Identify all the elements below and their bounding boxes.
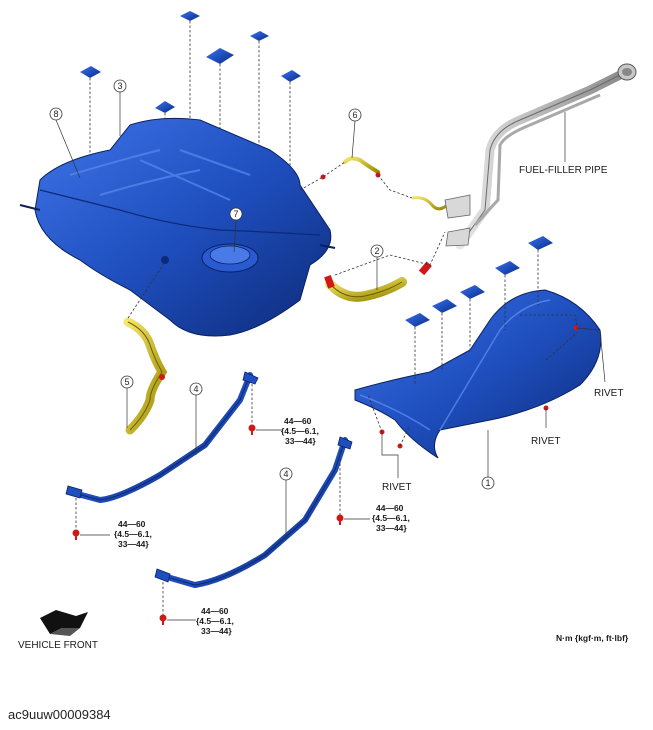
torque-spec-middle: 44—60 {4.5—6.1, 33—44} [344, 503, 410, 533]
document-id: ac9uuw00009384 [8, 707, 111, 722]
callout-5: 5 [120, 375, 134, 428]
svg-text:2: 2 [374, 246, 379, 256]
torque-spec-lower: 44—60 {4.5—6.1, 33—44} [167, 606, 234, 636]
svg-text:{4.5—6.1,: {4.5—6.1, [196, 616, 234, 626]
vehicle-front-arrow-icon [40, 610, 88, 636]
svg-text:44—60: 44—60 [201, 606, 229, 616]
fuel-filler-pipe [444, 63, 637, 250]
rivet-label-middle: RIVET [531, 436, 560, 447]
hose-2 [324, 261, 432, 302]
fuel-tank-band-upper [65, 371, 259, 530]
svg-text:{4.5—6.1,: {4.5—6.1, [114, 529, 152, 539]
torque-spec-upper: 44—60 {4.5—6.1, 33—44} [256, 416, 319, 446]
rivet-label-right: RIVET [594, 388, 623, 399]
heat-insulator [354, 289, 602, 459]
bolts [72, 424, 344, 625]
vehicle-front-label: VEHICLE FRONT [18, 640, 98, 651]
callout-1: 1 [481, 430, 495, 490]
callout-8: 8 [49, 107, 81, 179]
torque-spec-left: 44—60 {4.5—6.1, 33—44} [80, 519, 152, 549]
svg-text:7: 7 [233, 209, 238, 219]
insulator-pads-right [405, 236, 553, 327]
right-pad-leader-lines [414, 250, 539, 385]
fuel-tank-band-lower [154, 436, 353, 615]
svg-text:5: 5 [124, 377, 129, 387]
hose-6 [320, 156, 447, 211]
bolt-upper-band [248, 424, 256, 435]
svg-text:1: 1 [485, 478, 490, 488]
callout-6: 6 [348, 108, 362, 159]
svg-text:44—60: 44—60 [284, 416, 312, 426]
insulator-pads [80, 11, 301, 113]
fuel-pipe-5 [123, 261, 168, 435]
callout-4-lower: 4 [279, 467, 293, 538]
units-legend: N·m {kgf·m, ft·lbf} [556, 633, 629, 643]
bolt-lower-front [159, 614, 167, 625]
callout-3: 3 [113, 79, 127, 136]
hose-6-leader-lines [299, 161, 446, 276]
callout-2: 2 [370, 244, 384, 290]
fuel-tank [19, 117, 336, 337]
svg-text:44—60: 44—60 [376, 503, 404, 513]
svg-text:6: 6 [352, 110, 357, 120]
svg-text:8: 8 [53, 109, 58, 119]
svg-text:44—60: 44—60 [118, 519, 146, 529]
callout-7: 7 [229, 207, 243, 253]
bolt-lower-band [336, 514, 344, 525]
svg-text:33—44}: 33—44} [285, 436, 316, 446]
svg-text:{4.5—6.1,: {4.5—6.1, [281, 426, 319, 436]
bolt-lower-left-band [72, 529, 80, 540]
rivet-leader-lines [367, 327, 606, 478]
svg-text:33—44}: 33—44} [376, 523, 407, 533]
rivet-label-left: RIVET [382, 482, 411, 493]
svg-text:33—44}: 33—44} [201, 626, 232, 636]
fuel-filler-pipe-label: FUEL-FILLER PIPE [519, 165, 608, 176]
callout-4-upper: 4 [189, 382, 203, 455]
svg-text:4: 4 [193, 384, 198, 394]
svg-text:33—44}: 33—44} [118, 539, 149, 549]
svg-text:3: 3 [117, 81, 122, 91]
svg-text:{4.5—6.1,: {4.5—6.1, [372, 513, 410, 523]
svg-text:4: 4 [283, 469, 288, 479]
